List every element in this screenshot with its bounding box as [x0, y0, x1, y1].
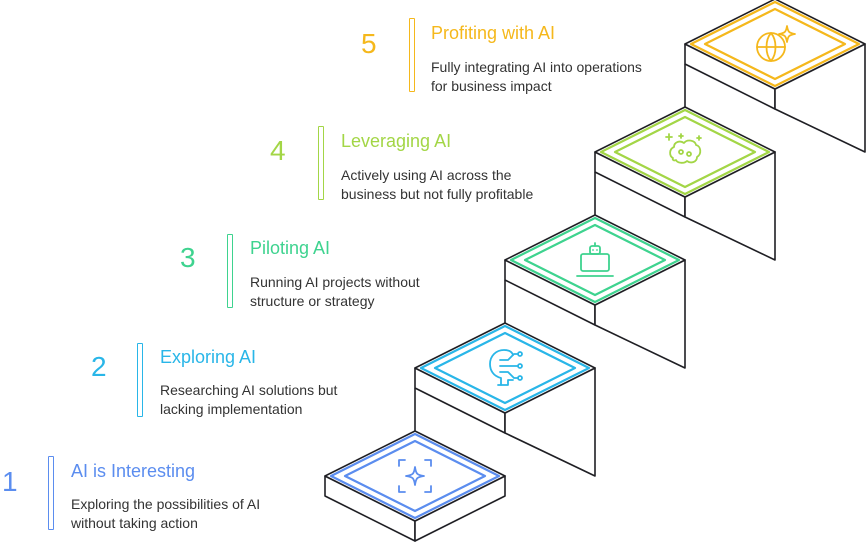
stage-desc-line2: lacking implementation: [160, 401, 303, 417]
focus-sparkle-icon: [398, 459, 432, 493]
stage-bar: [48, 456, 54, 530]
stage-desc-line1: Researching AI solutions but: [160, 382, 338, 398]
globe-sparkle-icon: [756, 25, 796, 62]
stage-bar: [137, 343, 143, 417]
step-top-1: [324, 430, 506, 522]
stage-desc-line1: Fully integrating AI into operations: [431, 59, 642, 75]
stage-title: Profiting with AI: [431, 23, 556, 43]
step-top-5: [684, 0, 866, 90]
stage-number: 2: [91, 351, 107, 382]
stage-desc-line1: Exploring the possibilities of AI: [71, 496, 261, 512]
stage-bar: [318, 126, 324, 200]
step-3: [504, 259, 686, 369]
stage-bar: [409, 18, 415, 92]
stage-number: 1: [2, 466, 18, 497]
stage-number: 3: [180, 242, 196, 273]
step-top-4: [594, 106, 776, 198]
stage-title: Leveraging AI: [341, 131, 452, 151]
stage-title: Exploring AI: [160, 347, 257, 367]
stage-title: AI is Interesting: [71, 461, 196, 481]
step-top-3: [504, 214, 686, 306]
brain-sparkle-icon: [665, 133, 702, 164]
step-4: [594, 151, 776, 261]
stage-desc-line1: Actively using AI across the: [341, 167, 512, 183]
stage-desc-line2: for business impact: [431, 78, 552, 94]
stage-bar: [227, 234, 233, 308]
robot-laptop-icon: [576, 242, 614, 277]
stage-desc-line1: Running AI projects without: [250, 274, 420, 290]
stage-number: 5: [361, 28, 377, 59]
step-top-2: [414, 322, 596, 414]
stage-desc-line2: business but not fully profitable: [341, 186, 534, 202]
ai-head-circuit-icon: [489, 349, 523, 386]
stage-number: 4: [270, 135, 286, 166]
stage-title: Piloting AI: [250, 238, 331, 258]
stage-desc-line2: structure or strategy: [250, 293, 375, 309]
stage-desc-line2: without taking action: [71, 515, 198, 531]
